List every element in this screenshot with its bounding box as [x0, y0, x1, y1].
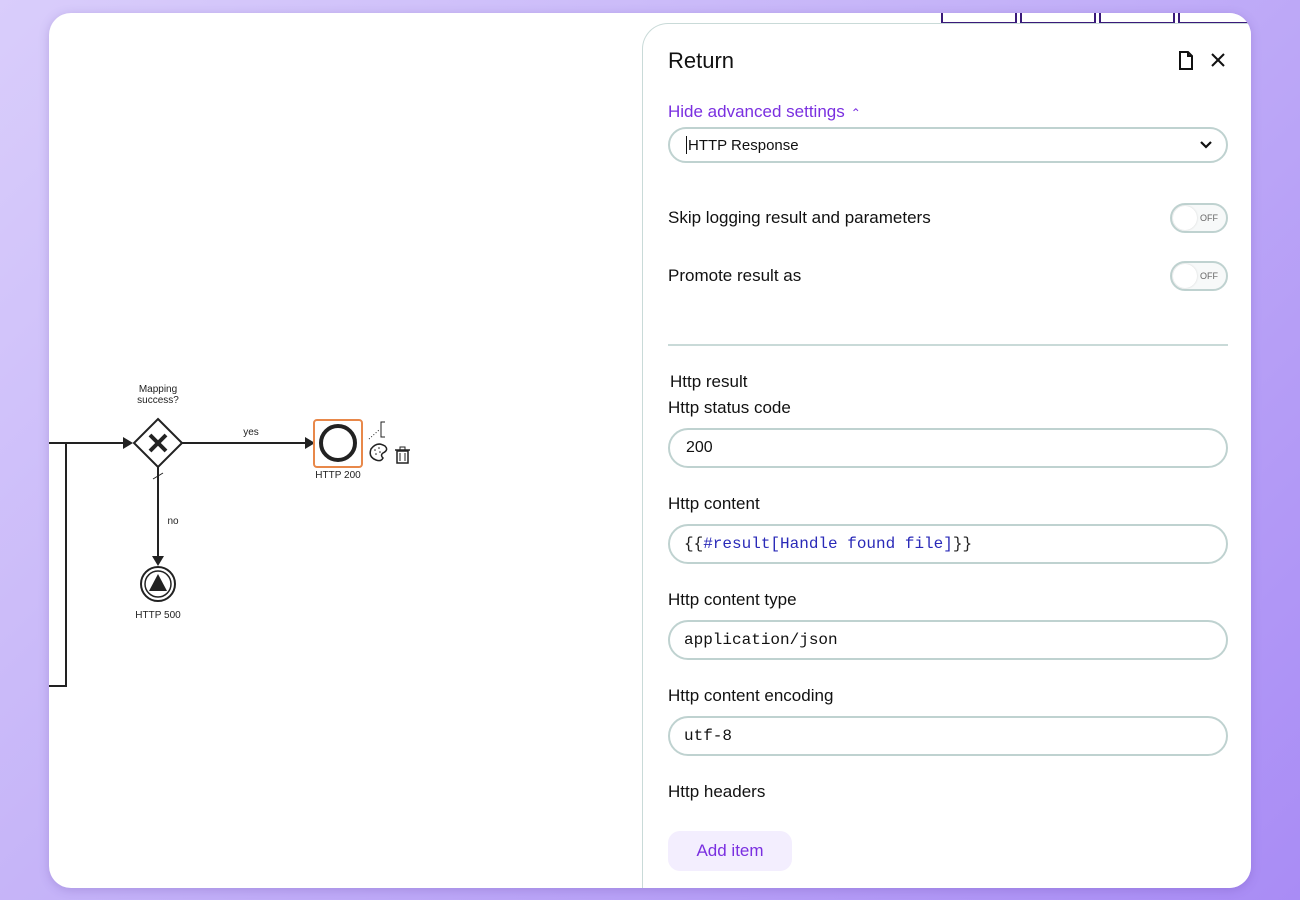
http-content-encoding-value: utf-8 [684, 727, 733, 745]
http-result-section-title: Http result [670, 372, 748, 391]
http-content-type-label: Http content type [668, 590, 797, 609]
expression-close-brace: }} [952, 535, 973, 553]
palette-icon[interactable] [369, 443, 388, 462]
http-status-code-value: 200 [686, 439, 713, 456]
exclusive-gateway[interactable] [132, 417, 184, 469]
http-content-encoding-label: Http content encoding [668, 686, 834, 705]
skip-logging-label: Skip logging result and parameters [668, 208, 931, 227]
flow-label-yes: yes [243, 427, 259, 438]
http-headers-label: Http headers [668, 782, 766, 801]
skip-logging-row: Skip logging result and parameters OFF [668, 203, 1228, 233]
http-status-code-label: Http status code [668, 398, 791, 417]
promote-result-label: Promote result as [668, 266, 802, 285]
toggle-state: OFF [1200, 271, 1218, 281]
add-item-button[interactable]: Add item [668, 831, 792, 871]
top-toolbar-tabs [941, 13, 1251, 24]
http-content-type-value: application/json [684, 631, 838, 649]
skip-logging-toggle[interactable]: OFF [1170, 203, 1228, 233]
expression-value: #result[Handle found file] [703, 535, 953, 553]
promote-result-toggle[interactable]: OFF [1170, 261, 1228, 291]
end-event-label-http-500: HTTP 500 [135, 610, 181, 621]
hide-advanced-settings-label: Hide advanced settings [668, 102, 845, 121]
gateway-label-line1: Mapping [138, 384, 178, 395]
http-status-code-input[interactable]: 200 [668, 428, 1228, 468]
bpmn-canvas[interactable]: Mapping success? yes no HTTP 200 HTTP 50… [49, 13, 643, 888]
hide-advanced-settings-link[interactable]: Hide advanced settings ⌃ [668, 102, 861, 122]
section-divider [668, 344, 1228, 346]
toggle-state: OFF [1200, 213, 1218, 223]
text-cursor [686, 136, 687, 154]
app-window: Mapping success? yes no HTTP 200 HTTP 50… [49, 13, 1251, 888]
http-content-label: Http content [668, 494, 760, 513]
expression-open-brace: {{ [684, 535, 704, 553]
end-event-http-500[interactable] [140, 566, 176, 602]
http-content-input[interactable]: {{#result[Handle found file]}} [668, 524, 1228, 564]
gateway-label-line2: success? [137, 395, 179, 406]
document-icon[interactable] [1176, 50, 1196, 70]
trash-icon[interactable] [395, 446, 410, 464]
return-type-value: HTTP Response [688, 136, 799, 154]
chevron-down-icon [1200, 141, 1212, 149]
toggle-knob [1173, 264, 1197, 288]
return-type-select[interactable]: HTTP Response [668, 127, 1228, 163]
flow-label-no: no [167, 516, 179, 527]
end-event-http-200[interactable] [313, 419, 363, 468]
double-chevron-up-icon: ⌃ [850, 106, 861, 120]
diagram-connections [49, 417, 410, 687]
toggle-knob [1173, 206, 1197, 230]
annotation-icon[interactable] [368, 421, 385, 440]
promote-result-row: Promote result as OFF [668, 261, 1228, 291]
panel-title: Return [668, 48, 735, 73]
http-content-type-input[interactable]: application/json [668, 620, 1228, 660]
properties-panel: Return Hide advanced settings ⌃ HTTP Resp… [642, 23, 1251, 888]
close-icon[interactable] [1208, 50, 1228, 70]
http-content-encoding-input[interactable]: utf-8 [668, 716, 1228, 756]
end-event-label-http-200: HTTP 200 [315, 470, 361, 481]
gateway-label: Mapping success? [128, 384, 188, 406]
